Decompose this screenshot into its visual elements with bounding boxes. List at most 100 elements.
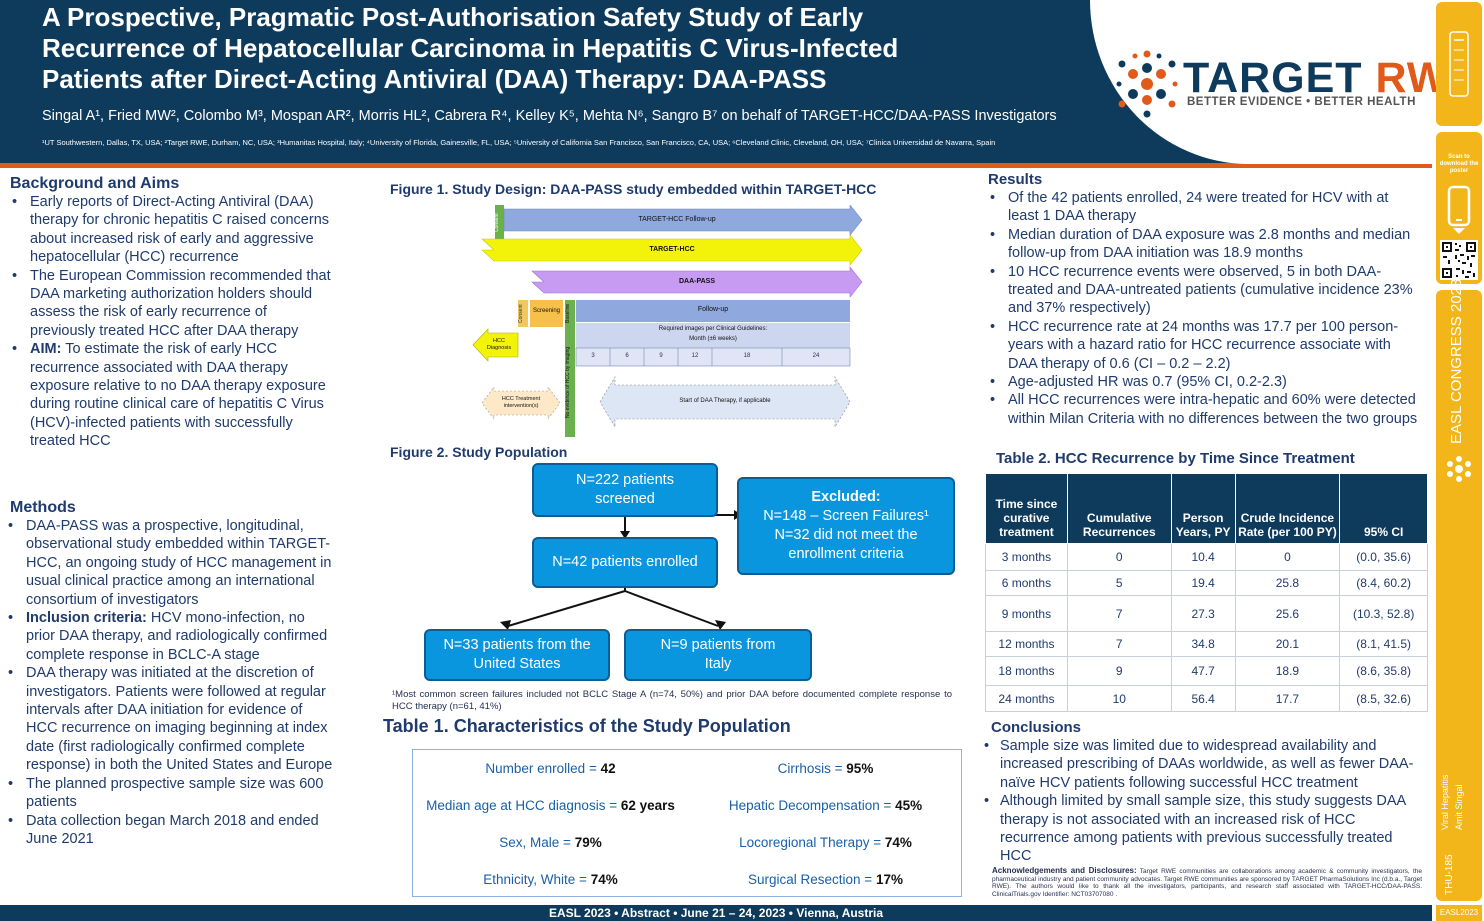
results-heading: Results bbox=[988, 171, 1043, 188]
start-daa-arrow bbox=[599, 375, 851, 429]
acknowledgements: Acknowledgements and Disclosures: Target… bbox=[992, 867, 1422, 898]
required-images-label: Required images per Clinical Guidelines: bbox=[658, 326, 768, 332]
conclusions-heading: Conclusions bbox=[991, 719, 1082, 736]
column-header: Time since curative treatment bbox=[985, 473, 1068, 544]
table-cell: (8.5, 32.6) bbox=[1339, 685, 1428, 712]
list-item: Age-adjusted HR was 0.7 (95% CI, 0.2-2.3… bbox=[986, 373, 1422, 392]
list-item: Early reports of Direct-Acting Antiviral… bbox=[8, 193, 333, 267]
screening-box bbox=[530, 300, 563, 327]
table-cell: 56.4 bbox=[1170, 685, 1236, 712]
congress-name: EASL CONGRESS 2023 bbox=[1448, 278, 1465, 444]
table-cell: 9 bbox=[1066, 656, 1172, 686]
daa-pass-arrow bbox=[531, 266, 863, 298]
list-item: HCC recurrence rate at 24 months was 17.… bbox=[986, 318, 1422, 373]
table-cell: Median age at HCC diagnosis = 62 years bbox=[426, 798, 675, 813]
month-label: 12 bbox=[691, 353, 699, 359]
table-cell: 7 bbox=[1066, 631, 1172, 657]
followup-label: Follow-up bbox=[697, 306, 729, 313]
screening-label: Screening bbox=[532, 308, 561, 314]
list-item: Inclusion criteria: HCV mono-infection, … bbox=[4, 609, 336, 664]
conclusions-list: Sample size was limited due to widesprea… bbox=[980, 737, 1420, 866]
logo-tagline: BETTER EVIDENCE • BETTER HEALTH bbox=[1187, 96, 1416, 108]
table-cell: 5 bbox=[1066, 570, 1172, 596]
table-cell: 18.9 bbox=[1234, 656, 1341, 686]
target-followup-arrow bbox=[503, 204, 863, 236]
table-cell: 34.8 bbox=[1170, 631, 1236, 657]
table-cell: 24 months bbox=[985, 685, 1068, 712]
no-evidence-label: No evidence of HCC by imaging bbox=[565, 346, 571, 419]
study-design-diagram: TARGET-HCC Follow-up TARGET-HCC DAA-PASS… bbox=[470, 204, 910, 445]
consent-label: Consent bbox=[494, 213, 500, 233]
table-cell: 27.3 bbox=[1170, 595, 1236, 632]
sidebar-brand-box bbox=[1436, 2, 1482, 126]
qr-code-icon[interactable] bbox=[1440, 240, 1478, 280]
table-cell: 9 months bbox=[985, 595, 1068, 632]
title-line: A Prospective, Pragmatic Post-Authorisat… bbox=[42, 2, 864, 32]
sidebar-hashtag: EASL2023 bbox=[1436, 905, 1482, 921]
topic-label: Viral Hepatitis bbox=[1440, 774, 1450, 830]
footer-bar: EASL 2023 • Abstract • June 21 – 24, 202… bbox=[0, 905, 1432, 921]
baseline-col bbox=[565, 300, 575, 437]
table-cell: 17.7 bbox=[1234, 685, 1341, 712]
abstract-id: THU-185 bbox=[1444, 854, 1455, 895]
list-item: The planned prospective sample size was … bbox=[4, 775, 336, 812]
title-line: Recurrence of Hepatocellular Carcinoma i… bbox=[42, 33, 899, 63]
sidebar-qr-box: Scan to download the poster bbox=[1436, 132, 1482, 284]
list-item: AIM: To estimate the risk of early HCC r… bbox=[8, 340, 333, 450]
table-cell: 25.8 bbox=[1234, 570, 1341, 596]
consent-col bbox=[518, 300, 528, 327]
acknowledgements-text: Target RWE communities are collaboration… bbox=[992, 868, 1422, 898]
column-header: Person Years, PY bbox=[1170, 473, 1236, 544]
start-daa-label: Start of DAA Therapy, if applicable bbox=[679, 398, 771, 404]
excluded-title: Excluded: bbox=[811, 489, 881, 505]
figure2-footnote: ¹Most common screen failures included no… bbox=[392, 689, 952, 712]
month-note-label: Month (±6 weeks) bbox=[689, 336, 737, 342]
month-row bbox=[575, 347, 851, 367]
table-cell: 0 bbox=[1234, 543, 1341, 571]
table2-heading: Table 2. HCC Recurrence by Time Since Tr… bbox=[996, 450, 1355, 467]
presenter-label: Amit Singal bbox=[1454, 784, 1464, 830]
list-item: Median duration of DAA exposure was 2.8 … bbox=[986, 226, 1422, 263]
list-item: DAA therapy was initiated at the discret… bbox=[4, 664, 336, 774]
consent-label-2: Consent bbox=[518, 304, 524, 323]
background-heading: Background and Aims bbox=[10, 175, 180, 192]
table-cell: 3 months bbox=[985, 543, 1068, 571]
column-header: 95% CI bbox=[1339, 473, 1428, 544]
list-item: 10 HCC recurrence events were observed, … bbox=[986, 263, 1422, 318]
baseline-label: Baseline bbox=[565, 303, 571, 324]
consent-marker bbox=[495, 205, 504, 240]
table-cell: 10 bbox=[1066, 685, 1172, 712]
logo-mark-icon bbox=[1116, 50, 1178, 118]
table-cell: Ethnicity, White = 74% bbox=[483, 872, 618, 887]
acknowledgements-label: Acknowledgements and Disclosures: bbox=[992, 866, 1137, 875]
table-cell: 18 months bbox=[985, 656, 1068, 686]
table-cell: (8.6, 35.8) bbox=[1339, 656, 1428, 686]
recurrence-table: Time since curative treatment Cumulative… bbox=[985, 473, 1428, 712]
followup-bar-label: TARGET-HCC Follow-up bbox=[638, 216, 716, 223]
excluded-box: Excluded: N=148 – Screen Failures¹ N=32 … bbox=[737, 477, 955, 575]
study-design-svg bbox=[472, 204, 863, 437]
table-cell: 19.4 bbox=[1170, 570, 1236, 596]
hcc-diagnosis-label: HCC Diagnosis bbox=[486, 338, 512, 351]
target-hcc-arrow bbox=[481, 234, 863, 266]
list-item: Of the 42 patients enrolled, 24 were tre… bbox=[986, 189, 1422, 226]
table-cell: Locoregional Therapy = 74% bbox=[739, 835, 912, 850]
table-cell: 12 months bbox=[985, 631, 1068, 657]
easl-logo-icon bbox=[1447, 456, 1471, 482]
target-bar-label: TARGET-HCC bbox=[649, 246, 695, 253]
title-line: Patients after Direct-Acting Antiviral (… bbox=[42, 64, 827, 94]
month-label: 6 bbox=[625, 353, 629, 359]
methods-list: DAA-PASS was a prospective, longitudinal… bbox=[4, 517, 336, 848]
list-item: The European Commission recommended that… bbox=[8, 267, 333, 341]
followup-header bbox=[576, 300, 850, 322]
background-list: Early reports of Direct-Acting Antiviral… bbox=[8, 193, 333, 451]
table-cell: (0.0, 35.6) bbox=[1339, 543, 1428, 571]
list-item: Sample size was limited due to widesprea… bbox=[980, 737, 1420, 792]
table-cell: 47.7 bbox=[1170, 656, 1236, 686]
table-cell: Number enrolled = 42 bbox=[485, 761, 616, 776]
